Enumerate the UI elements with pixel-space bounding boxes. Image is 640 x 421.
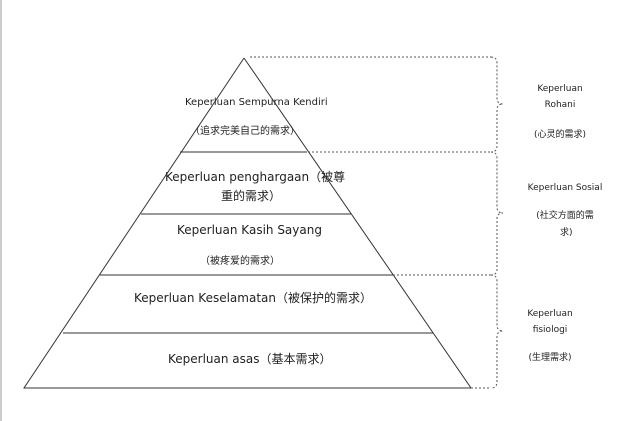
group-fisiologi-label-2: fisiologi bbox=[532, 325, 568, 335]
group-rohani-label-2: Rohani bbox=[544, 100, 576, 110]
brace-sosial bbox=[490, 151, 504, 276]
group-rohani-label: Keperluan bbox=[537, 84, 583, 94]
tier3-sublabel: （被疼爱的需求） bbox=[200, 256, 280, 267]
tier1-label: Keperluan Sempurna Kendiri bbox=[185, 97, 328, 108]
pyramid-outline bbox=[23, 57, 472, 389]
group-fisiologi-label: Keperluan bbox=[527, 309, 573, 319]
tier3-label: Keperluan Kasih Sayang bbox=[177, 223, 322, 237]
tier2-label: Keperluan penghargaan（被尊 bbox=[165, 170, 346, 184]
group-fisiologi-sublabel: (生理需求) bbox=[528, 353, 572, 363]
group-rohani-sublabel: (心灵的需求) bbox=[533, 130, 587, 140]
group-sosial-label: Keperluan Sosial bbox=[527, 183, 603, 193]
brace-fisiologi bbox=[490, 274, 504, 389]
brace-rohani bbox=[490, 56, 504, 153]
tier4-label: Keperluan Keselamatan（被保护的需求） bbox=[134, 291, 372, 305]
group-sosial-sublabel: (社交方面的需 bbox=[536, 211, 594, 221]
group-sosial-sublabel-2: 求) bbox=[560, 228, 573, 238]
tier5-label: Keperluan asas（基本需求） bbox=[168, 352, 332, 366]
tier2-sublabel: 重的需求） bbox=[221, 189, 282, 203]
tier1-sublabel: （追求完美自己的需求） bbox=[190, 126, 300, 137]
